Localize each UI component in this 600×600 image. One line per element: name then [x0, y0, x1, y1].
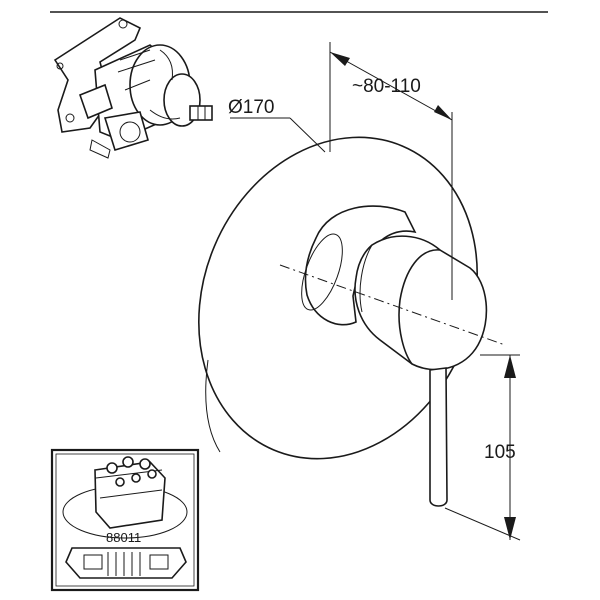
height-label: 105 [484, 442, 516, 463]
inset-box: 88011 [50, 448, 200, 592]
mixer-assembly [198, 136, 506, 507]
front-knob [354, 235, 488, 371]
plate-edge [205, 359, 221, 453]
valve-body-illustration [53, 17, 213, 159]
thermostat-box-illustration [62, 456, 188, 579]
diameter-label: Ø170 [228, 97, 274, 118]
lever [429, 367, 448, 507]
dimension-lines [230, 42, 521, 541]
part-number-label: 88011 [106, 530, 141, 545]
depth-label: ~80-110 [352, 76, 421, 97]
